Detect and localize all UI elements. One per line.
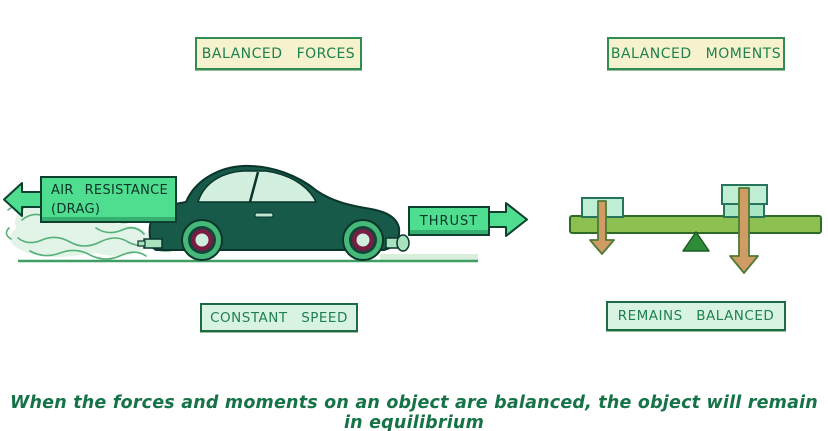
window-pillar — [248, 171, 260, 203]
left-force-arrow — [589, 200, 615, 255]
remains-balanced-caption: REMAINS BALANCED — [617, 308, 775, 324]
drag-arrow — [3, 182, 43, 217]
balanced-forces-title: BALANCED FORCES — [201, 45, 356, 62]
road-line — [18, 254, 478, 263]
constant-speed-caption: CONSTANT SPEED — [210, 309, 348, 326]
balance-beam-illustration — [569, 184, 822, 274]
balanced-forces-title-box: BALANCED FORCES — [195, 37, 362, 70]
equilibrium-summary-text: When the forces and moments on an object… — [10, 393, 818, 431]
fulcrum-triangle — [682, 231, 710, 252]
balanced-moments-title: BALANCED MOMENTS — [610, 45, 782, 62]
right-force-arrow — [729, 187, 759, 274]
thrust-arrow — [487, 202, 528, 237]
exhaust-pipe — [137, 238, 163, 249]
car-windows — [196, 170, 318, 203]
air-resistance-label: AIR RESISTANCE — [51, 183, 169, 198]
door-handle — [254, 212, 274, 218]
car — [137, 164, 410, 261]
remains-balanced-caption-box: REMAINS BALANCED — [606, 301, 786, 331]
thrust-label: THRUST — [419, 213, 479, 229]
rear-wheel — [181, 219, 223, 261]
thrust-label-box: THRUST — [408, 206, 490, 236]
balance-beam — [569, 215, 822, 234]
balanced-moments-title-box: BALANCED MOMENTS — [607, 37, 785, 70]
air-resistance-label-box: AIR RESISTANCE (DRAG) — [40, 176, 177, 223]
constant-speed-caption-box: CONSTANT SPEED — [200, 303, 358, 332]
drag-label: (DRAG) — [51, 201, 101, 217]
front-hook — [385, 234, 410, 252]
front-wheel — [342, 219, 384, 261]
